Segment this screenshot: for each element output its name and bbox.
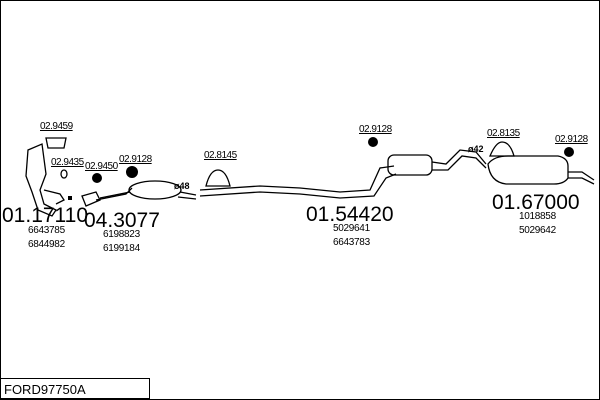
oem-number: 6643785 [28,225,65,236]
accessory-ref[interactable]: 02.8145 [204,150,237,161]
accessory-ref[interactable]: 02.9128 [119,154,152,165]
diagram-title: FORD97750A [0,378,150,399]
rubber-02.9128-a [126,166,138,178]
accessory-ref[interactable]: 02.9128 [359,124,392,135]
rubber-02.9128-b [368,137,378,147]
catalyst-part [128,180,182,200]
hanger-02.8145 [205,169,231,187]
rubber-02.9450 [92,173,102,183]
accessory-ref[interactable]: 02.9435 [51,157,84,168]
diameter-label: ø48 [174,181,190,191]
rear-silencer-part [487,155,569,185]
accessory-ref[interactable]: 02.9450 [85,161,118,172]
middle-pipe-part [199,165,397,199]
middle-silencer-part [387,154,433,176]
part-ref[interactable]: 04.3077 [84,209,160,232]
oem-number: 6844982 [28,239,65,250]
manifold-part [25,143,57,217]
accessory-ref[interactable]: 02.8135 [487,128,520,139]
oem-number: 6199184 [103,243,140,254]
oem-number: 1018858 [519,211,556,222]
oem-number: 5029642 [519,225,556,236]
part-ref[interactable]: 01.17110 [2,204,89,227]
hanger-02.9435 [60,169,68,179]
oem-number: 6198823 [103,229,140,240]
oem-number: 5029641 [333,223,370,234]
accessory-ref[interactable]: 02.9459 [40,121,73,132]
accessory-ref[interactable]: 02.9128 [555,134,588,145]
oem-number: 6643783 [333,237,370,248]
rubber-02.9128-c [564,147,574,157]
diameter-label: ø42 [468,144,484,154]
hanger-02.9459 [45,137,67,149]
part-ref[interactable]: 01.54420 [306,203,394,226]
flex-pipe-part [81,187,133,207]
hanger-02.8135 [489,141,515,157]
part-ref[interactable]: 01.67000 [492,191,580,214]
